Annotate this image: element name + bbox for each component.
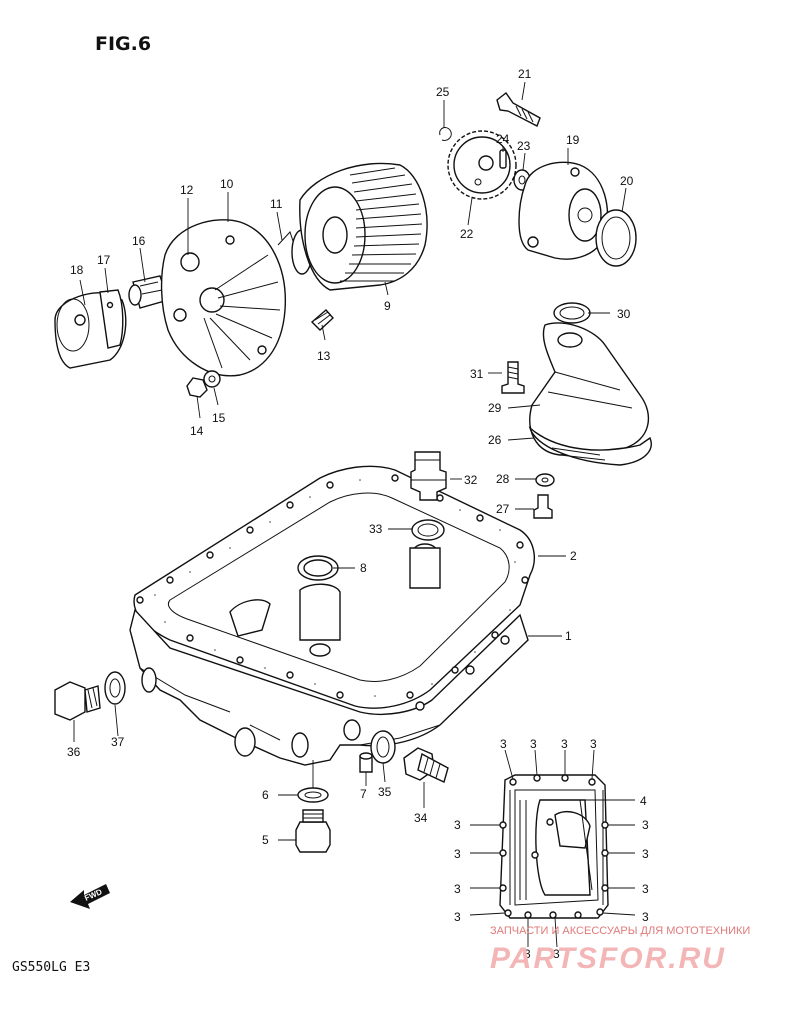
- washer-part-15: [203, 370, 221, 388]
- circlip-part-25: [439, 127, 452, 141]
- watermark-tagline: ЗАПЧАСТИ И АКСЕССУАРЫ ДЛЯ МОТОТЕХНИКИ: [490, 925, 750, 937]
- gasket-bolt-holes: [136, 474, 529, 699]
- callout-8: 8: [360, 561, 367, 575]
- oil-pan-part-1: [129, 608, 529, 766]
- oil-pressure-switch-part-32: [410, 451, 447, 501]
- drain-plug-part-5: [295, 809, 331, 853]
- filter-cover-part-12: [160, 219, 287, 377]
- callout-3: 3: [561, 737, 568, 751]
- callout-21: 21: [518, 67, 532, 81]
- watermark-brand: PARTSFOR.RU: [490, 942, 726, 975]
- callout-34: 34: [414, 811, 428, 825]
- callout-3: 3: [590, 737, 597, 751]
- callout-37: 37: [111, 735, 125, 749]
- gasket-part-37: [104, 671, 126, 705]
- gasket-part-6: [297, 787, 329, 803]
- o-ring-part-30: [553, 302, 591, 324]
- bolt-3-labels: 3 3 3 3 3 3 3 3 3 3 3 3 3 3: [454, 737, 649, 961]
- callout-7: 7: [360, 787, 367, 801]
- o-ring-part-35: [370, 730, 396, 764]
- callout-32: 32: [464, 473, 478, 487]
- callout-13: 13: [317, 349, 331, 363]
- stud-part-13: [310, 309, 334, 331]
- model-code: GS550LG E3: [12, 960, 90, 975]
- callout-3: 3: [454, 818, 461, 832]
- bolt-part-27: [533, 494, 553, 519]
- figure-title: FIG.6: [95, 33, 151, 55]
- callout-3: 3: [454, 910, 461, 924]
- callout-36: 36: [67, 745, 81, 759]
- o-ring-part-33: [411, 519, 445, 541]
- callout-3: 3: [454, 882, 461, 896]
- callout-24: 24: [496, 132, 510, 146]
- callout-2: 2: [570, 549, 577, 563]
- pin-part-24: [499, 149, 507, 169]
- strainer-part-29: [529, 322, 650, 456]
- callout-33: 33: [369, 522, 383, 536]
- callout-25: 25: [436, 85, 450, 99]
- callout-10: 10: [220, 177, 234, 191]
- callout-3: 3: [642, 882, 649, 896]
- callout-35: 35: [378, 785, 392, 799]
- callout-19: 19: [566, 133, 580, 147]
- callout-6: 6: [262, 788, 269, 802]
- o-ring-part-8: [303, 559, 333, 577]
- plug-part-36: [54, 681, 101, 721]
- washer-part-28: [535, 473, 555, 487]
- callout-3: 3: [642, 818, 649, 832]
- bolt-part-21: [496, 91, 541, 127]
- callout-3: 3: [642, 910, 649, 924]
- callout-15: 15: [212, 411, 226, 425]
- pump-gear-part-22: [447, 130, 517, 200]
- callout-30: 30: [617, 307, 631, 321]
- callout-3: 3: [642, 847, 649, 861]
- callout-27: 27: [496, 502, 510, 516]
- callout-12: 12: [180, 183, 194, 197]
- callout-18: 18: [70, 263, 84, 277]
- callout-26: 26: [488, 433, 502, 447]
- watermark: ЗАПЧАСТИ И АКСЕССУАРЫ ДЛЯ МОТОТЕХНИКИ PA…: [490, 925, 750, 975]
- callout-17: 17: [97, 253, 111, 267]
- callout-28: 28: [496, 472, 510, 486]
- callout-22: 22: [460, 227, 474, 241]
- callout-3: 3: [500, 737, 507, 751]
- callout-3: 3: [553, 947, 560, 961]
- callout-labels: 1 2 5 6 7 8 9 10 11 12 13 14 15 16 17 18…: [67, 67, 647, 847]
- oil-pan-bottom-view: [499, 774, 609, 919]
- oil-pump-part-19: [518, 161, 609, 260]
- nut-part-14: [186, 377, 208, 398]
- callout-9: 9: [384, 299, 391, 313]
- callout-31: 31: [470, 367, 484, 381]
- callout-4: 4: [640, 794, 647, 808]
- leader-lines: [73, 81, 636, 916]
- jet-part-7: [359, 752, 373, 773]
- strainer-cap-part-26: [528, 426, 652, 466]
- callout-29: 29: [488, 401, 502, 415]
- bolt-part-31: [501, 361, 525, 394]
- bypass-valve-part-16: [128, 275, 169, 309]
- callout-16: 16: [132, 234, 146, 248]
- plug-part-34: [403, 747, 449, 783]
- callout-1: 1: [565, 629, 572, 643]
- callout-3: 3: [530, 737, 537, 751]
- callout-3: 3: [524, 947, 531, 961]
- callout-5: 5: [262, 833, 269, 847]
- callout-3: 3: [454, 847, 461, 861]
- o-ring-part-17: [99, 289, 124, 349]
- callout-14: 14: [190, 424, 204, 438]
- forward-arrow-icon: FWD: [70, 884, 110, 909]
- callout-11: 11: [270, 197, 283, 211]
- callout-20: 20: [620, 174, 634, 188]
- callout-23: 23: [517, 139, 531, 153]
- o-ring-part-20: [595, 209, 637, 267]
- oil-filter-element-part-9: [299, 162, 428, 291]
